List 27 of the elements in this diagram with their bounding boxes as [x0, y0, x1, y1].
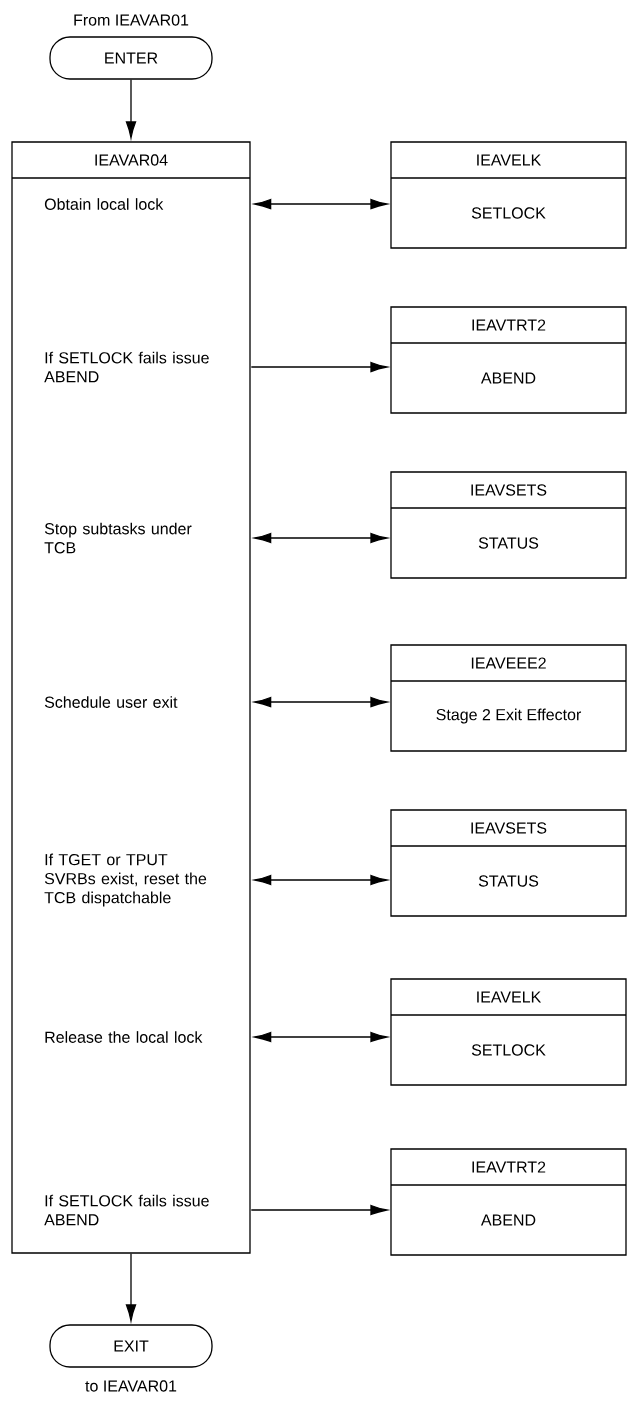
module-box: IEAVTRT2 ABEND: [390, 1148, 627, 1256]
terminal: EXIT: [49, 1324, 213, 1368]
step-text: If SETLOCK fails issue ABEND: [44, 351, 209, 383]
module-box: IEAVEEE2 Stage 2 Exit Effector: [390, 644, 627, 752]
module-box: IEAVTRT2 ABEND: [390, 306, 627, 414]
module-box: IEAVSETS STATUS: [390, 471, 627, 579]
arrow: [250, 1204, 388, 1216]
step-text: If TGET or TPUT SVRBs exist, reset the TCB dispatchable: [44, 853, 207, 907]
step-text: Stop subtasks under TCB: [44, 522, 192, 554]
arrow: [250, 361, 388, 373]
terminal: ENTER: [49, 36, 213, 80]
step-text: If SETLOCK fails issue ABEND: [44, 1194, 209, 1226]
arrow: [125, 79, 137, 139]
arrow: [125, 1253, 137, 1322]
module-box: IEAVELK SETLOCK: [390, 978, 627, 1086]
terminal-caption: to IEAVAR01: [85, 1380, 177, 1392]
arrow: [254, 198, 388, 210]
arrow: [254, 874, 388, 886]
step-text: Obtain local lock: [44, 198, 164, 210]
arrow: [254, 532, 388, 544]
arrow: [254, 1031, 388, 1043]
module-box: IEAVELK SETLOCK: [390, 141, 627, 249]
module-box: IEAVSETS STATUS: [390, 809, 627, 917]
step-text: Release the local lock: [45, 1031, 203, 1043]
arrow: [254, 696, 388, 708]
step-text: Schedule user exit: [44, 696, 178, 708]
terminal-caption: From IEAVAR01: [74, 14, 189, 26]
